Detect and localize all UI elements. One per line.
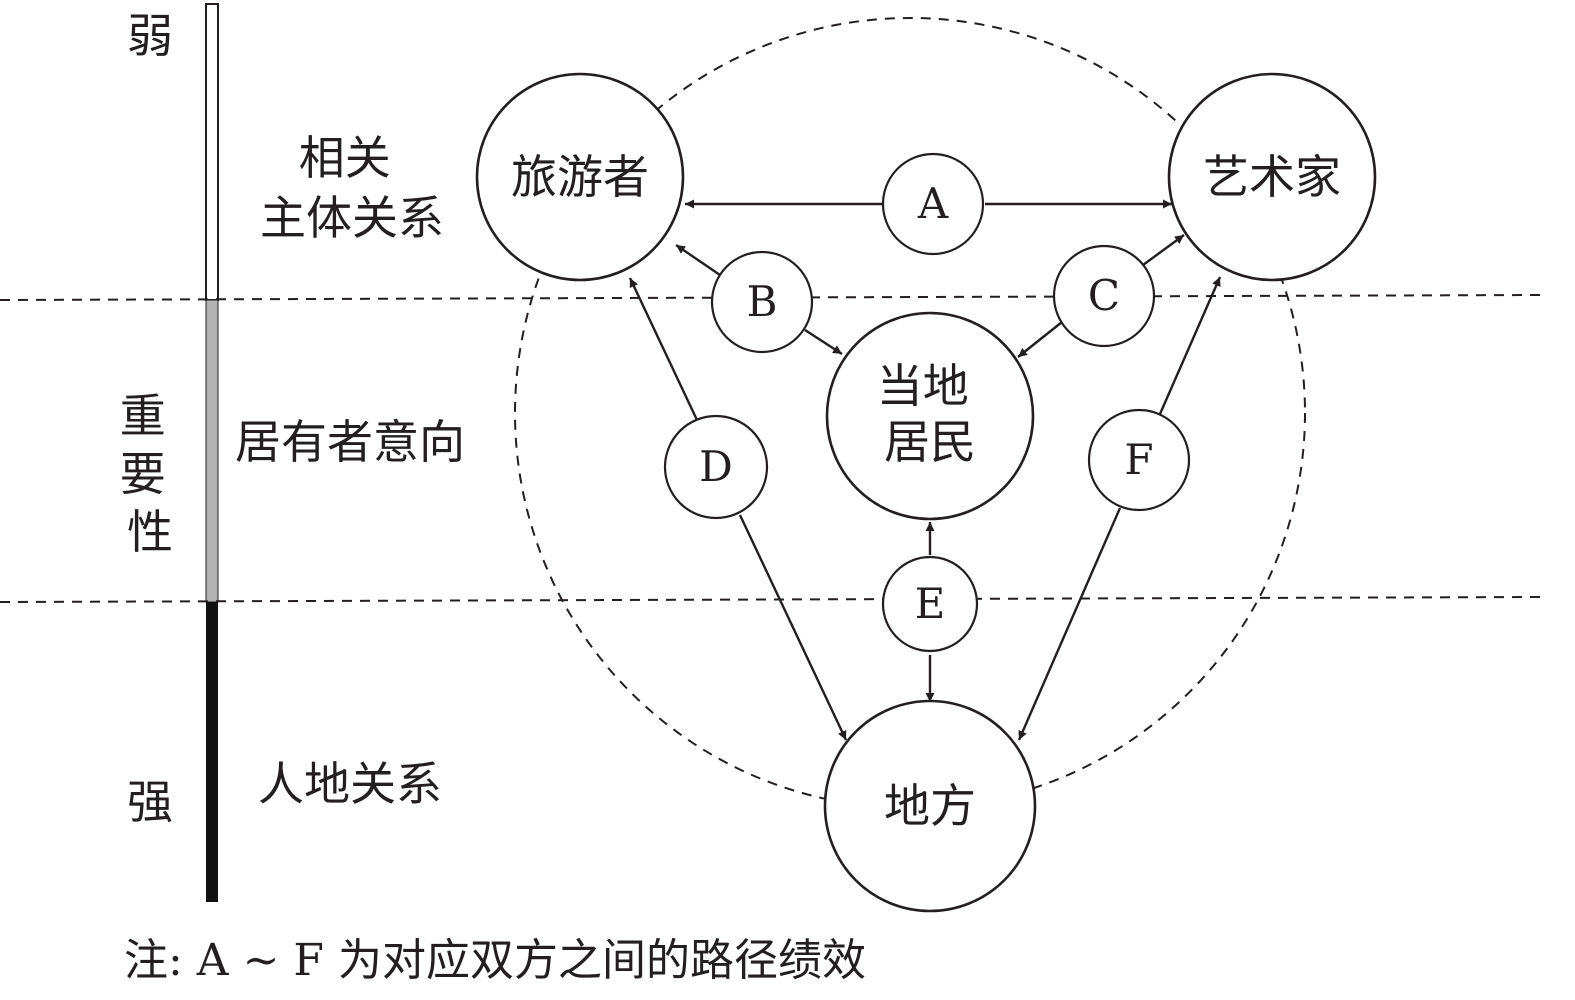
level-subject-relation-label: 相关 主体关系 xyxy=(260,131,444,245)
edge-B-up xyxy=(675,244,721,276)
edge-C-down xyxy=(1017,321,1063,358)
scale-importance-label: 重 要 性 xyxy=(120,389,181,559)
path-node-A-label: A xyxy=(917,179,949,228)
footnote: 注: A ~ F 为对应双方之间的路径绩效 xyxy=(124,935,866,986)
edge-F-down xyxy=(1017,507,1122,741)
scale-bar-medium-segment xyxy=(205,299,219,603)
edge-D-up xyxy=(628,277,699,421)
level-occupant-intention-label: 居有者意向 xyxy=(235,415,465,469)
path-node-F: F xyxy=(1087,408,1191,512)
scale-strong-label: 强 xyxy=(127,775,173,829)
level-separator-upper xyxy=(0,294,1541,301)
path-node-C-label: C xyxy=(1088,271,1120,320)
edge-B-down xyxy=(804,328,843,356)
node-artist-label: 艺术家 xyxy=(1203,150,1341,204)
node-place-label: 地方 xyxy=(884,779,976,833)
scale-weak-label: 弱 xyxy=(127,9,173,63)
node-local-residents-label: 当地 居民 xyxy=(877,359,984,469)
path-node-B: B xyxy=(710,250,814,354)
node-tourist-label: 旅游者 xyxy=(511,150,649,204)
path-node-E-label: E xyxy=(915,579,946,628)
node-tourist: 旅游者 xyxy=(475,72,685,282)
node-artist: 艺术家 xyxy=(1167,72,1377,282)
path-node-D: D xyxy=(663,414,769,520)
level-separator-lower xyxy=(0,596,1541,603)
node-local-residents: 当地 居民 xyxy=(825,311,1035,521)
scale-bar-weak-segment xyxy=(205,3,219,301)
edge-D-down xyxy=(738,514,848,741)
path-node-F-label: F xyxy=(1124,435,1153,484)
path-node-D-label: D xyxy=(699,442,733,491)
path-node-E: E xyxy=(881,555,979,653)
level-human-land-relation-label: 人地关系 xyxy=(258,757,442,811)
edge-F-up xyxy=(1158,276,1222,415)
path-node-B-label: B xyxy=(747,277,778,326)
scale-bar-strong-segment xyxy=(206,602,218,902)
edge-C-up xyxy=(1142,234,1185,266)
path-node-C: C xyxy=(1052,244,1156,348)
node-place: 地方 xyxy=(823,699,1037,913)
path-node-A: A xyxy=(881,152,985,256)
